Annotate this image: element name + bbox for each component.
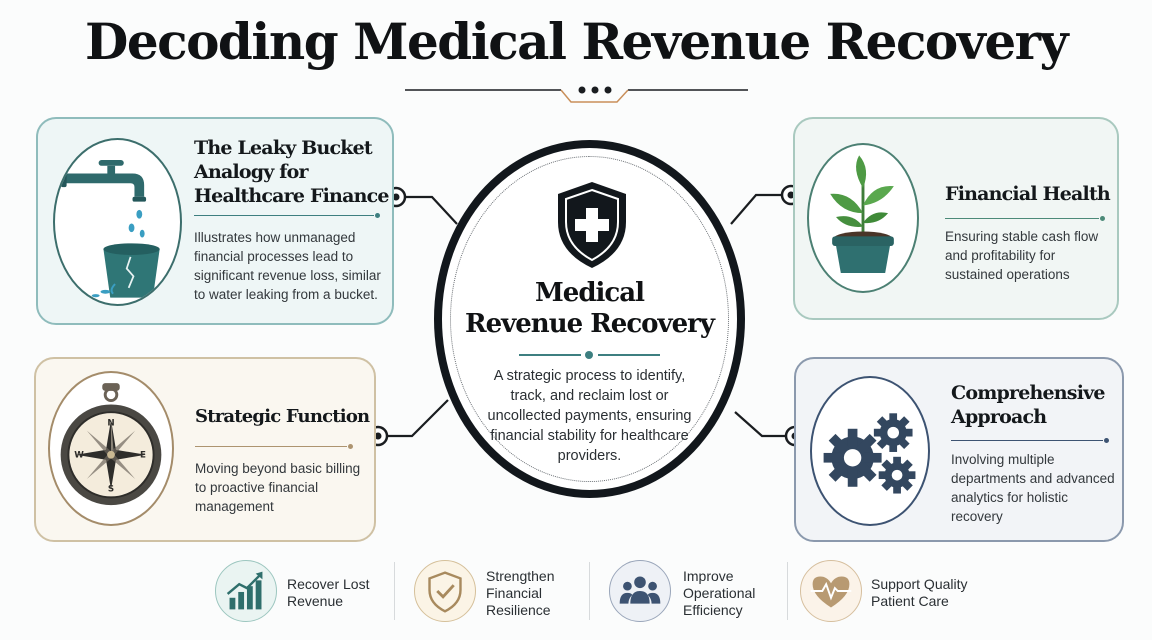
compass-icon: N S E W [60, 383, 162, 506]
benefit-separator [394, 562, 395, 620]
benefit-strengthen-resilience: Strengthen Financial Resilience [414, 560, 584, 626]
compass-north: N [107, 419, 114, 429]
card-divider [951, 438, 1109, 444]
gears-icon [823, 413, 916, 494]
card-title: The Leaky Bucket Analogy for Healthcare … [194, 137, 389, 207]
card-description: Involving multiple departments and advan… [951, 452, 1115, 524]
card-title: Financial Health [945, 183, 1111, 205]
card-description: Illustrates how unmanaged financial proc… [194, 230, 381, 302]
center-title-line2: Revenue Recovery [465, 309, 715, 339]
heart-pulse-icon [800, 560, 862, 622]
benefit-label: Strengthen Financial Resilience [486, 568, 555, 618]
shield-check-icon [414, 560, 476, 622]
center-hub: Medical Revenue Recovery A strategic pro… [434, 140, 745, 498]
card-divider [195, 444, 353, 450]
card-title: Comprehensive Approach [951, 382, 1105, 428]
plant-icon [830, 155, 894, 273]
benefit-support-patient-care: Support Quality Patient Care [800, 560, 990, 626]
card-divider [945, 216, 1105, 222]
benefit-improve-efficiency: Improve Operational Efficiency [609, 560, 779, 626]
card-description: Moving beyond basic billing to proactive… [195, 461, 361, 514]
compass-illustration: N S E W [48, 371, 174, 526]
benefit-label: Recover Lost Revenue [287, 576, 370, 609]
card-strategic-function: N S E W Strategic Function Moving beyond… [34, 357, 376, 542]
center-description: A strategic process to identify, track, … [487, 368, 692, 464]
card-financial-health: Financial Health Ensuring stable cash fl… [793, 117, 1119, 320]
team-icon [609, 560, 671, 622]
benefit-label: Improve Operational Efficiency [683, 568, 756, 618]
page-title: Decoding Medical Revenue Recovery [84, 12, 1069, 71]
center-title: Medical Revenue Recovery [442, 278, 737, 340]
bar-chart-icon [215, 560, 277, 622]
plant-illustration [807, 143, 919, 293]
benefit-separator [787, 562, 788, 620]
compass-west: W [74, 451, 84, 461]
gears-illustration [810, 376, 930, 526]
center-divider [519, 351, 660, 359]
center-dotted-ring [450, 156, 729, 482]
compass-south: S [108, 485, 114, 495]
card-title: Strategic Function [195, 406, 370, 427]
leaky-bucket-icon [60, 159, 160, 298]
leaky-bucket-illustration [53, 138, 182, 306]
card-divider [194, 213, 380, 219]
card-comprehensive-approach: Comprehensive Approach Involving multipl… [794, 357, 1124, 542]
medical-shield-icon [558, 182, 626, 268]
title-divider [405, 86, 748, 103]
benefit-separator [589, 562, 590, 620]
card-description: Ensuring stable cash flow and profitabil… [945, 229, 1099, 282]
card-leaky-bucket: The Leaky Bucket Analogy for Healthcare … [36, 117, 394, 325]
benefit-recover-revenue: Recover Lost Revenue [215, 560, 385, 626]
center-title-line1: Medical [535, 278, 645, 308]
benefit-label: Support Quality Patient Care [871, 576, 968, 609]
compass-east: E [140, 451, 146, 461]
